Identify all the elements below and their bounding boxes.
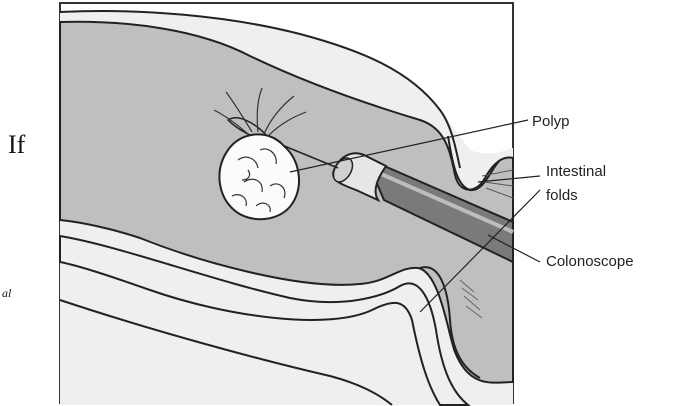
label-polyp: Polyp [532,113,570,130]
label-colonoscope: Colonoscope [546,253,634,270]
label-folds: folds [546,187,578,204]
label-intestinal: Intestinal [546,163,606,180]
